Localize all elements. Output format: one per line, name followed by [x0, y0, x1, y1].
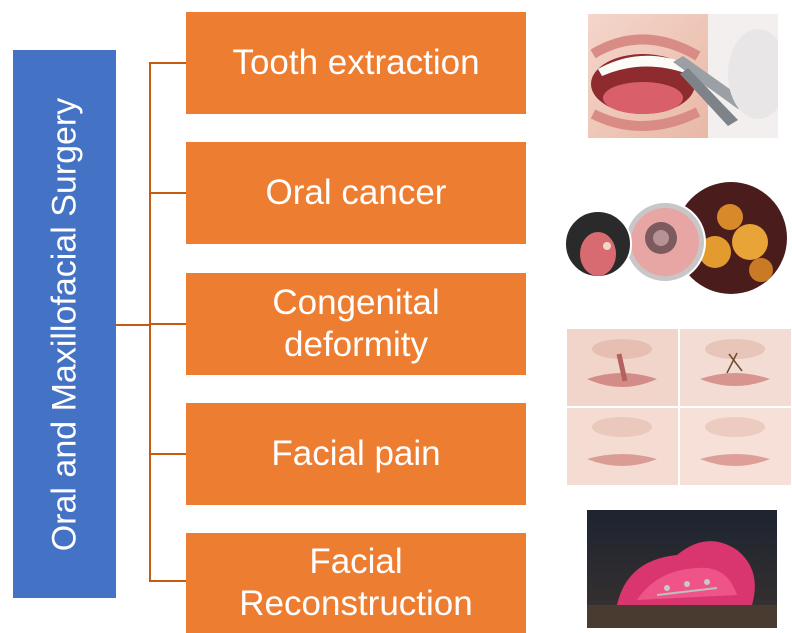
connector-root-stub — [116, 324, 150, 326]
connector-branch-4 — [149, 453, 186, 455]
3d-printed-facial-model-photo — [587, 510, 777, 628]
connector-trunk — [149, 62, 151, 582]
topic-facial-pain: Facial pain — [186, 403, 526, 505]
topic-tooth-extraction: Tooth extraction — [186, 12, 526, 114]
topic-label: Congenital deformity — [226, 282, 486, 366]
topic-label: Tooth extraction — [232, 42, 479, 84]
connector-branch-1 — [149, 62, 186, 64]
root-topic-label: Oral and Maxillofacial Surgery — [45, 97, 84, 551]
connector-branch-5 — [149, 580, 186, 582]
topic-congenital-deformity: Congenital deformity — [186, 273, 526, 375]
topic-facial-reconstruction: Facial Reconstruction — [186, 533, 526, 633]
root-topic-box: Oral and Maxillofacial Surgery — [13, 50, 116, 598]
oral-cancer-magnified-photos — [565, 182, 788, 296]
topic-oral-cancer: Oral cancer — [186, 142, 526, 244]
connector-branch-2 — [149, 192, 186, 194]
topic-label: Facial Reconstruction — [216, 541, 496, 625]
topic-label: Facial pain — [271, 433, 440, 475]
connector-branch-3 — [149, 323, 186, 325]
cleft-lip-repair-photos — [567, 329, 791, 485]
topic-label: Oral cancer — [266, 172, 447, 214]
tooth-extraction-photo — [588, 14, 778, 138]
